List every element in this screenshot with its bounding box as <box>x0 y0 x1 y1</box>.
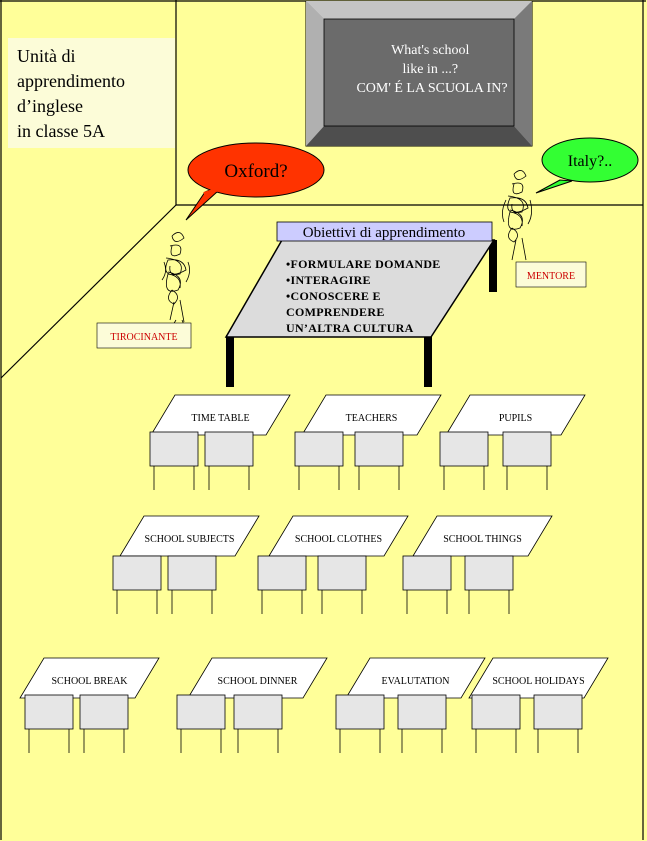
blackboard-text: What's school like in ...? COM' É LA SCU… <box>356 43 507 96</box>
speech-bubble-italy: Italy?.. <box>535 137 639 194</box>
floor-side-line <box>0 204 177 379</box>
trainee-label-box <box>96 322 192 349</box>
desk-group-label: SCHOOL HOLIDAYS <box>492 676 584 687</box>
title-box <box>8 38 175 148</box>
desk-paper <box>19 657 160 699</box>
desk-paper <box>412 515 553 557</box>
chair <box>397 694 447 730</box>
desk-group: SCHOOL BREAK <box>19 657 160 753</box>
desk-group: SCHOOL CLOTHES <box>257 515 409 614</box>
chair <box>112 555 162 591</box>
chair <box>233 694 283 730</box>
chair <box>24 694 74 730</box>
blackboard: What's school like in ...? COM' É LA SCU… <box>305 0 533 147</box>
mentor-label: MENTORE <box>527 271 575 282</box>
desk-group-label: SCHOOL DINNER <box>218 676 298 687</box>
desk-paper <box>445 394 586 436</box>
chair <box>402 555 452 591</box>
mentor-figure <box>502 170 532 261</box>
desk-groups: TIME TABLE TEACHERS PUPILS SCHOOL SUBJECTS S… <box>19 394 609 753</box>
speech-bubble-oxford: Oxford? <box>185 142 325 221</box>
chair <box>471 694 521 730</box>
chair <box>464 555 514 591</box>
svg-text:Italy?..: Italy?.. <box>568 153 612 170</box>
desk-group: SCHOOL SUBJECTS <box>112 515 260 614</box>
chair <box>533 694 583 730</box>
desk-paper <box>301 394 442 436</box>
desk-group: SCHOOL HOLIDAYS <box>468 657 609 753</box>
mentor-label-box <box>515 261 587 288</box>
chair <box>439 431 489 467</box>
chair <box>79 694 129 730</box>
desk-paper <box>468 657 609 699</box>
desk-group-label: SCHOOL BREAK <box>51 676 128 687</box>
objectives-title-box <box>276 221 493 242</box>
chair <box>502 431 552 467</box>
chair <box>176 694 226 730</box>
svg-text:Oxford?: Oxford? <box>224 161 287 182</box>
desk-group-label: TIME TABLE <box>191 413 249 424</box>
slide-title: Unità di apprendimento d’inglese in clas… <box>17 46 129 141</box>
desk-group: SCHOOL THINGS <box>402 515 553 614</box>
desk-paper <box>150 394 291 436</box>
chair <box>257 555 307 591</box>
desk-paper <box>119 515 260 557</box>
desk-paper <box>187 657 328 699</box>
trainee-label: TIROCINANTE <box>110 332 177 343</box>
chair <box>354 431 404 467</box>
desk-group-label: EVALUTATION <box>382 676 450 687</box>
chair <box>335 694 385 730</box>
desk-group-label: SCHOOL THINGS <box>443 534 522 545</box>
chair <box>149 431 199 467</box>
desk-group: TEACHERS <box>294 394 442 490</box>
objectives-title: Obiettivi di apprendimento <box>303 225 465 241</box>
desk-group-label: SCHOOL CLOTHES <box>295 534 382 545</box>
chair <box>204 431 254 467</box>
desk-group-label: SCHOOL SUBJECTS <box>145 534 235 545</box>
desk-group: SCHOOL DINNER <box>176 657 328 753</box>
desk-group-label: TEACHERS <box>346 413 398 424</box>
desk-group: EVALUTATION <box>335 657 486 753</box>
chair <box>317 555 367 591</box>
chair <box>294 431 344 467</box>
desk-paper <box>268 515 409 557</box>
chair <box>167 555 217 591</box>
desk-group: PUPILS <box>439 394 586 490</box>
desk-group: TIME TABLE <box>149 394 291 490</box>
desk-group-label: PUPILS <box>499 413 532 424</box>
desk-paper <box>345 657 486 699</box>
objectives-list: •FORMULARE DOMANDE •INTERAGIRE •CONOSCER… <box>286 257 444 335</box>
